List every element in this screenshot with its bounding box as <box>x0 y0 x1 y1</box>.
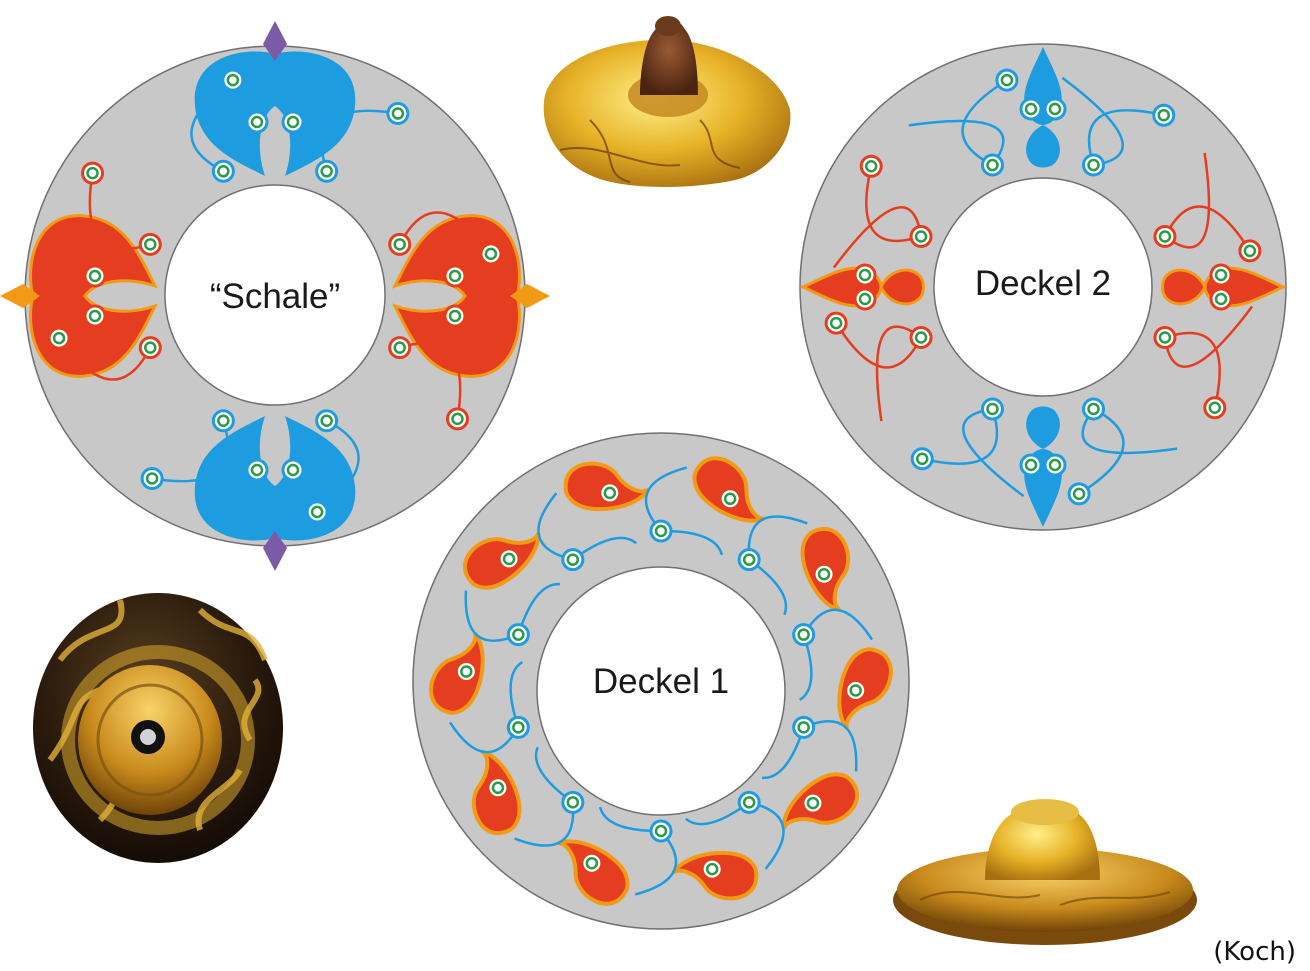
schale-eye <box>140 234 160 254</box>
deckel1-eye <box>488 778 508 798</box>
deckel2-eye <box>1021 99 1041 119</box>
deckel2-eye <box>855 265 875 285</box>
deckel1-label: Deckel 1 <box>593 662 729 701</box>
schale-eye <box>317 411 337 431</box>
deckel2-eye <box>911 226 931 246</box>
schale-label: “Schale” <box>210 277 340 316</box>
dark-bowl-photo <box>33 593 283 863</box>
deckel2-eye <box>1084 155 1104 175</box>
deckel2-label: Deckel 2 <box>975 264 1111 303</box>
schale-eye <box>83 163 103 183</box>
schale-eye <box>481 244 501 264</box>
deckel1-eye <box>456 662 476 682</box>
deckel1-eye <box>582 853 602 873</box>
deckel1-eye <box>499 549 519 569</box>
deckel1-diagram: Deckel 1 <box>413 433 909 929</box>
schale-eye <box>390 234 410 254</box>
deckel2-eye <box>1021 455 1041 475</box>
gold-lid-photo-top <box>544 16 791 187</box>
schale-eye <box>223 70 243 90</box>
deckel1-eye <box>508 625 528 645</box>
deckel2-eye <box>1205 398 1225 418</box>
deckel2-eye <box>911 328 931 348</box>
deckel2-eye <box>861 156 881 176</box>
schale-eye <box>213 411 233 431</box>
schale-eye <box>388 104 408 124</box>
schale-eye <box>247 460 267 480</box>
deckel2-eye <box>1069 484 1089 504</box>
schale-eye <box>49 328 69 348</box>
deckel2-eye <box>1155 328 1175 348</box>
deckel1-eye <box>563 792 583 812</box>
deckel2-eye <box>855 289 875 309</box>
deckel1-eye <box>702 859 722 879</box>
deckel2-eye <box>826 313 846 333</box>
deckel2-eye <box>982 399 1002 419</box>
deckel1-eye <box>814 564 834 584</box>
gold-lid-photo-bottom <box>893 799 1197 945</box>
deckel1-eye <box>563 550 583 570</box>
schale-eye <box>140 338 160 358</box>
schale-eye <box>213 161 233 181</box>
schale-eye <box>85 266 105 286</box>
deckel2-eye <box>1211 265 1231 285</box>
deckel2-eye <box>1084 399 1104 419</box>
deckel1-eye <box>651 821 671 841</box>
deckel1-eye <box>720 489 740 509</box>
deckel2-eye <box>1211 289 1231 309</box>
deckel2-eye <box>1155 226 1175 246</box>
deckel1-eye <box>739 550 759 570</box>
deckel2-eye <box>1045 99 1065 119</box>
schale-eye <box>447 409 467 429</box>
schale-eye <box>445 306 465 326</box>
schale-eye <box>390 338 410 358</box>
deckel2-eye <box>982 155 1002 175</box>
deckel2-eye <box>1154 105 1174 125</box>
deckel2-eye <box>1240 241 1260 261</box>
schale-eye <box>142 468 162 488</box>
deckel1-eye <box>600 483 620 503</box>
deckel2-eye <box>912 449 932 469</box>
schale-eye <box>247 112 267 132</box>
deckel2-eye <box>997 70 1017 90</box>
deckel2-diagram: Deckel 2 <box>800 44 1286 530</box>
schale-eye <box>283 460 303 480</box>
deckel1-eye <box>508 717 528 737</box>
schale-eye <box>307 502 327 522</box>
schale-eye <box>283 112 303 132</box>
schale-diagram: “Schale” <box>0 21 550 571</box>
deckel1-eye <box>651 521 671 541</box>
credit-text: (Koch) <box>1213 937 1296 967</box>
deckel1-eye <box>803 793 823 813</box>
schale-eye <box>317 161 337 181</box>
deckel1-eye <box>794 717 814 737</box>
deckel1-eye <box>794 625 814 645</box>
deckel1-eye <box>846 680 866 700</box>
deckel1-eye <box>739 792 759 812</box>
schale-eye <box>85 306 105 326</box>
deckel2-eye <box>1045 455 1065 475</box>
schale-eye <box>445 266 465 286</box>
